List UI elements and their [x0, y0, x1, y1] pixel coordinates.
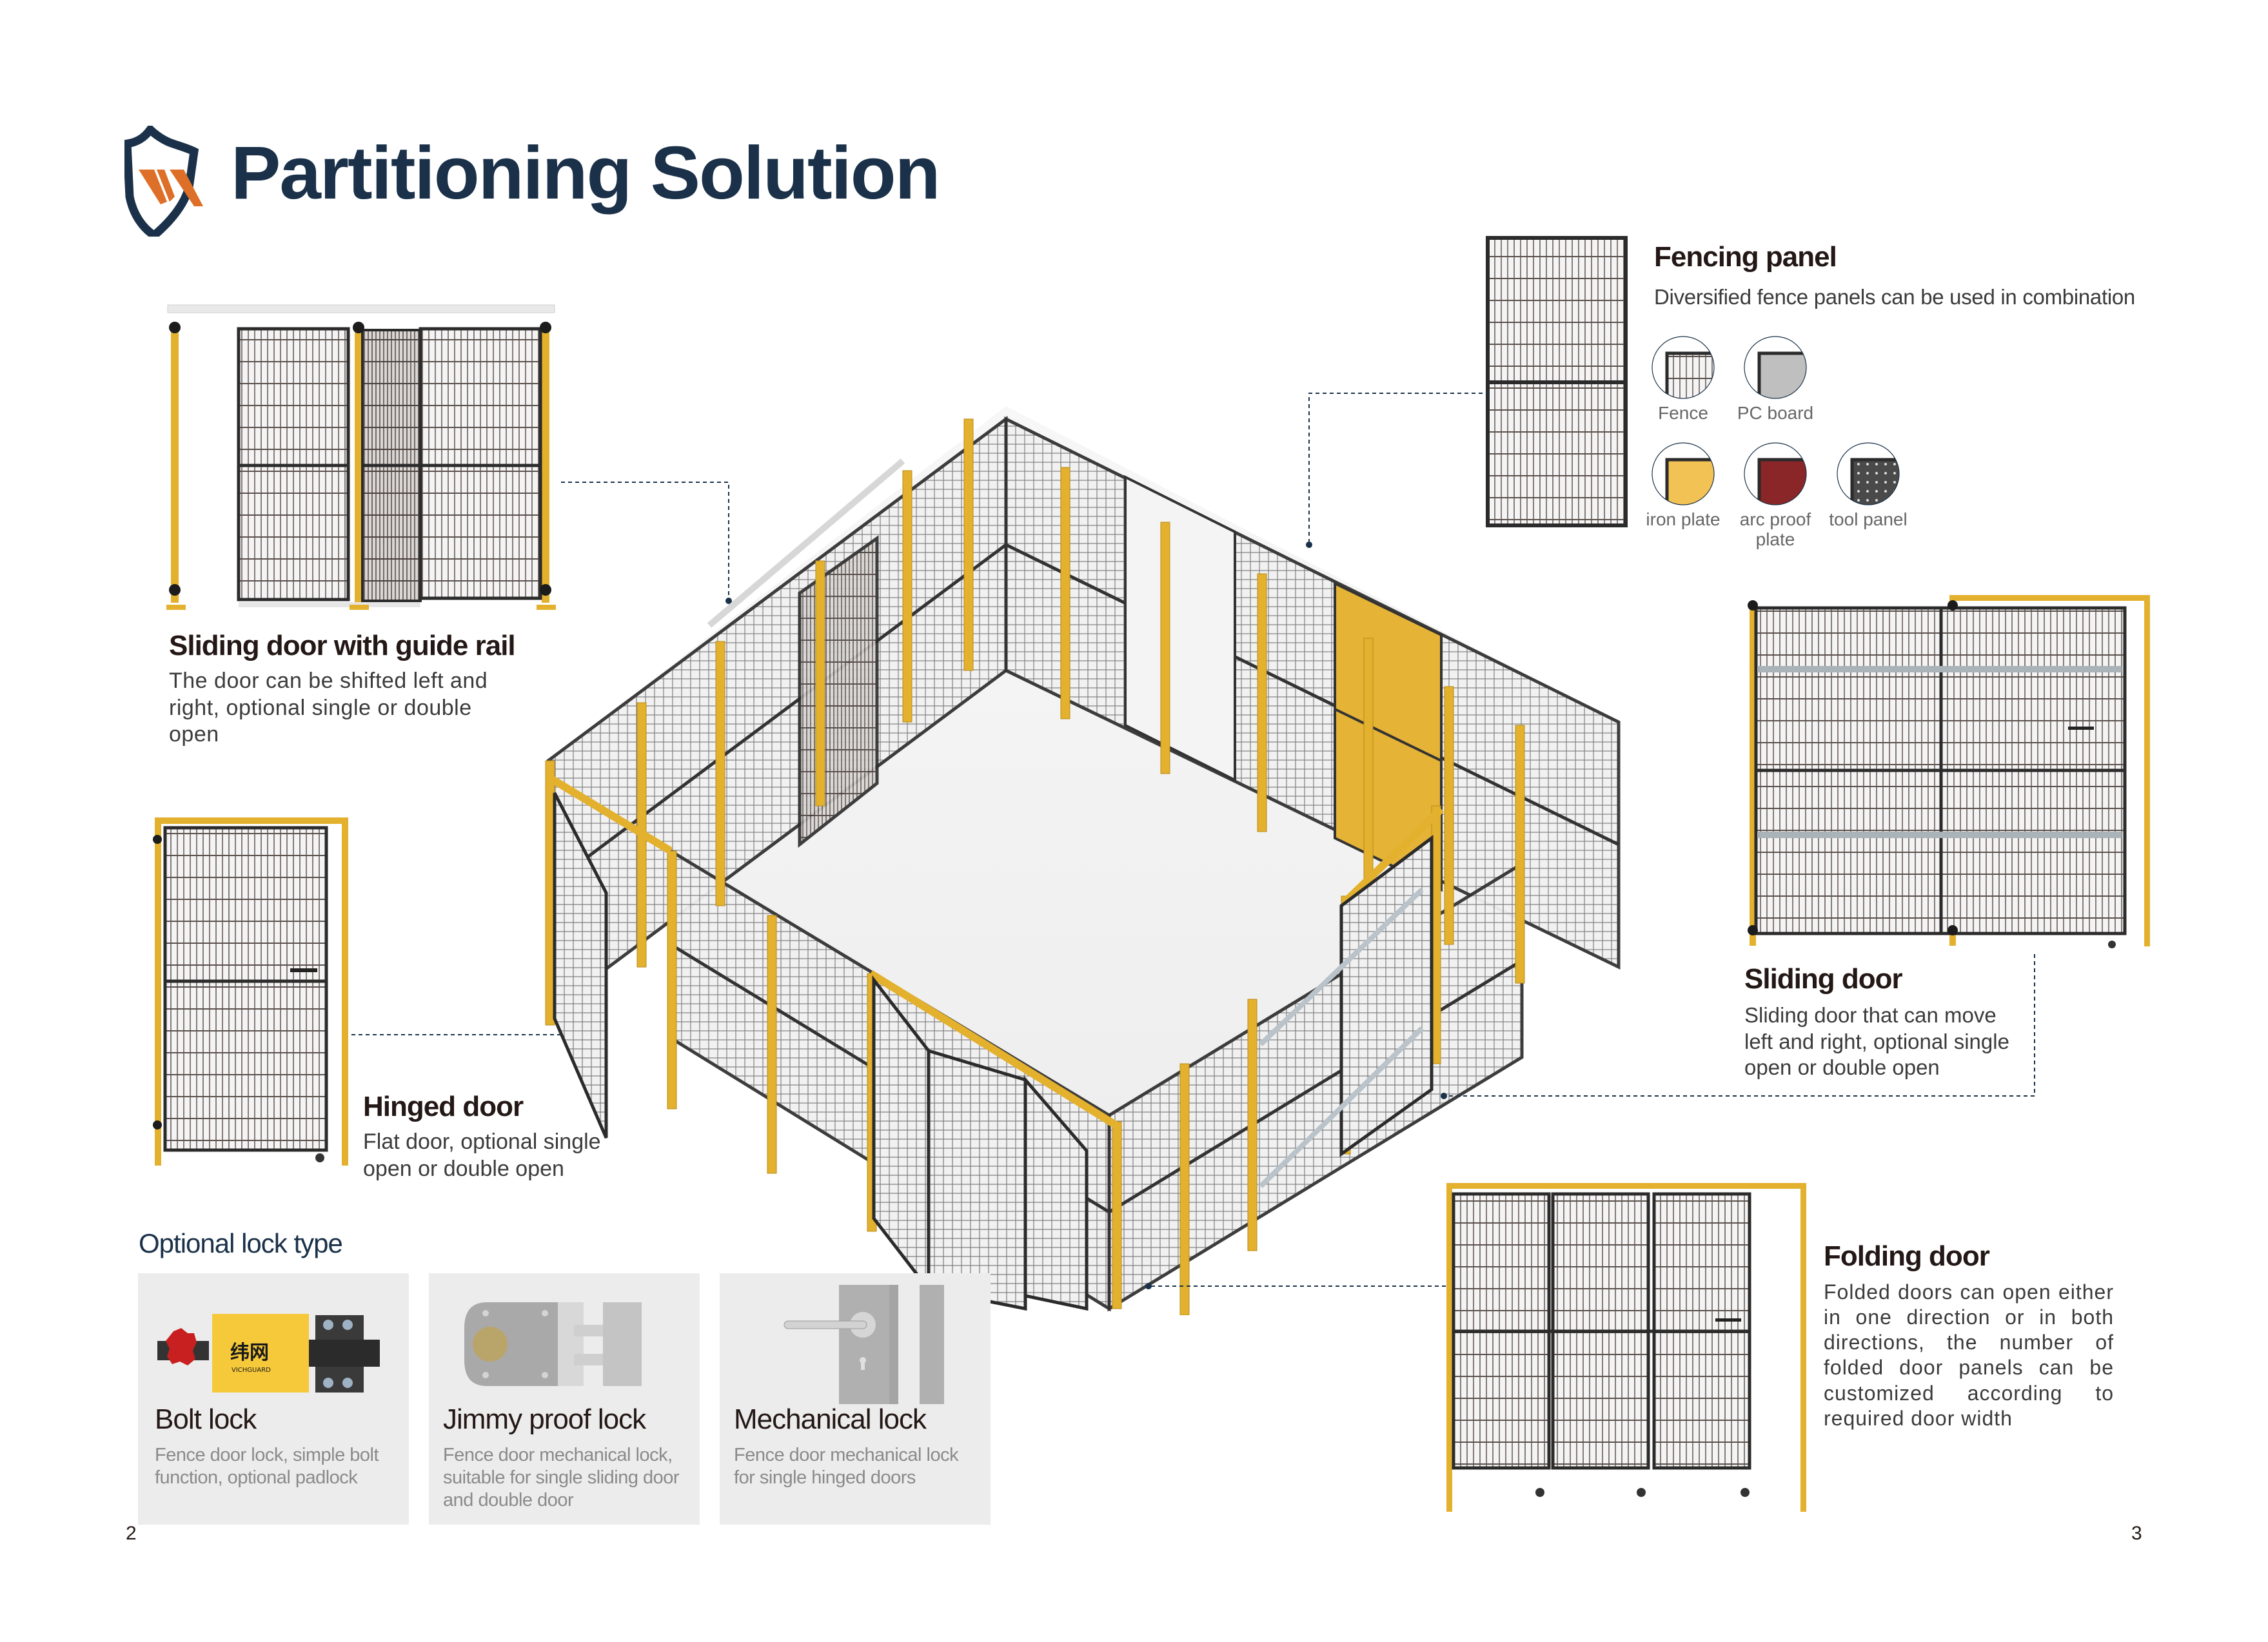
swatch-label: iron plate: [1646, 509, 1721, 529]
sliding-rail-description: The door can be shifted left and right, …: [169, 669, 488, 747]
sliding-title: Sliding door: [1744, 963, 1903, 995]
mesh-swatch-icon: [1652, 336, 1715, 399]
lock-title: Bolt lock: [155, 1403, 257, 1435]
folding-text: Folding door Folded doors can open eithe…: [1824, 1240, 2120, 1431]
lock-card-bolt: 纬网 VICHGUARD Bolt lock Fence door lock, …: [138, 1273, 409, 1525]
sliding-description: Sliding door that can move left and righ…: [1744, 1003, 2009, 1079]
bolt-lock-brand-sub: VICHGUARD: [232, 1367, 271, 1374]
lock-title: Jimmy proof lock: [443, 1403, 646, 1435]
folding-door-illustration: [1445, 1180, 1819, 1521]
sliding-rail-title: Sliding door with guide rail: [169, 630, 516, 661]
fencing-panel-leader-line: [1306, 393, 1490, 548]
sliding-guide-rail-illustration: [161, 297, 561, 612]
fencing-panel-description: Diversified fence panels can be used in …: [1654, 285, 2135, 309]
page-number-right: 3: [2131, 1523, 2142, 1544]
folding-description: Folded doors can open either in one dire…: [1824, 1280, 2114, 1430]
pc-board-swatch-icon: [1744, 336, 1807, 399]
sliding-rail-text: Sliding door with guide rail The door ca…: [169, 630, 569, 748]
fencing-panel-text: Fencing panel Diversified fence panels c…: [1654, 241, 2170, 311]
swatch-label: Fence: [1658, 403, 1708, 423]
shield-w-logo-icon: [124, 126, 203, 237]
jimmy-proof-lock-icon: [464, 1302, 642, 1386]
lock-description: Fence door mechanical lock, suitable for…: [443, 1445, 680, 1510]
page-title: Partitioning Solution: [231, 131, 941, 215]
folding-title: Folding door: [1824, 1240, 1990, 1272]
lock-description: Fence door lock, simple bolt function, o…: [155, 1445, 379, 1488]
bolt-lock-icon: 纬网 VICHGUARD: [157, 1314, 380, 1393]
sliding-leader-line: [1441, 954, 2035, 1099]
fencing-panel-illustration: [1485, 235, 1628, 529]
panel-option-arc-proof: arc proof plate: [1733, 442, 1817, 550]
lock-section-heading: Optional lock type: [139, 1228, 343, 1258]
sliding-text: Sliding door Sliding door that can move …: [1744, 963, 2047, 1080]
tool-panel-swatch-icon: [1837, 442, 1900, 505]
iron-plate-swatch-icon: [1652, 442, 1715, 505]
brand-logo: [124, 126, 210, 237]
swatch-label: arc proof plate: [1739, 509, 1811, 549]
arc-proof-swatch-icon: [1744, 442, 1807, 505]
hinged-title: Hinged door: [363, 1091, 524, 1122]
lock-title: Mechanical lock: [734, 1403, 927, 1435]
mechanical-lock-icon: [784, 1285, 944, 1404]
sliding-rail-leader-line: [561, 482, 732, 604]
bolt-lock-brand-text: 纬网: [230, 1342, 269, 1364]
swatch-label: PC board: [1737, 403, 1814, 423]
sliding-door-illustration: [1744, 590, 2157, 957]
page-number-left: 2: [126, 1523, 137, 1544]
hinged-description: Flat door, optional single open or doubl…: [363, 1129, 601, 1181]
folding-leader-line: [1145, 1283, 1448, 1289]
fencing-panel-title: Fencing panel: [1654, 241, 1837, 273]
panel-option-fence: Fence: [1641, 335, 1725, 424]
panel-option-iron-plate: iron plate: [1641, 442, 1725, 530]
panel-option-tool-panel: tool panel: [1826, 442, 1910, 530]
hinged-text: Hinged door Flat door, optional single o…: [363, 1091, 634, 1182]
enclosure-3d-illustration: [542, 400, 1638, 1315]
panel-option-pc-board: PC board: [1733, 335, 1817, 424]
lock-card-jimmy-proof: Jimmy proof lock Fence door mechanical l…: [429, 1273, 700, 1525]
hinged-door-illustration: [148, 812, 355, 1173]
lock-card-mechanical: Mechanical lock Fence door mechanical lo…: [720, 1273, 991, 1525]
swatch-label: tool panel: [1829, 509, 1908, 529]
lock-description: Fence door mechanical lock for single hi…: [734, 1445, 959, 1488]
